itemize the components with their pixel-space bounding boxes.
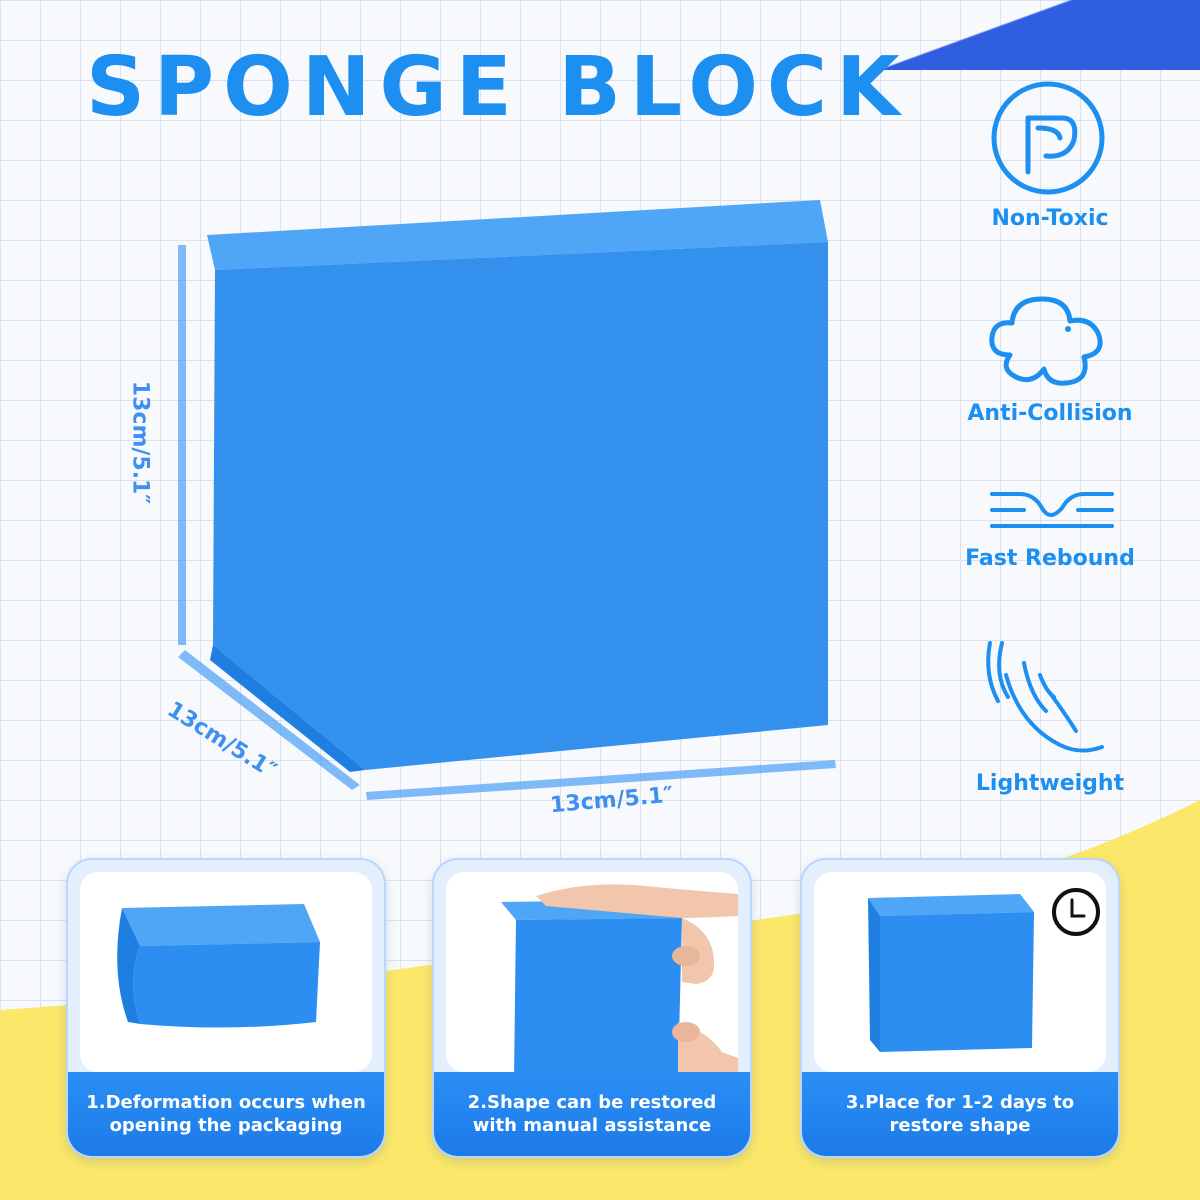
step-image	[446, 872, 738, 1072]
step-image	[80, 872, 372, 1072]
step-image	[814, 872, 1106, 1072]
step-caption-line-2: opening the packaging	[109, 1115, 343, 1136]
step-caption-line-1: 3.Place for 1-2 days to	[845, 1092, 1075, 1113]
leaf-p-icon	[991, 81, 1105, 195]
feather-icon	[986, 641, 1104, 753]
step-caption-line-1: 2.Shape can be restored	[467, 1092, 717, 1113]
step-caption: 3.Place for 1-2 days to restore shape	[802, 1072, 1118, 1156]
restored-sponge-icon	[868, 888, 1100, 1052]
feature-non-toxic: Non-Toxic	[950, 80, 1150, 231]
step-caption-line-1: 1.Deformation occurs when	[86, 1092, 366, 1113]
page-title: SPONGE BLOCK	[86, 40, 909, 135]
step-card-3: 3.Place for 1-2 days to restore shape	[800, 858, 1120, 1158]
hands-sponge-icon	[501, 884, 738, 1072]
feature-lightweight: Lightweight	[950, 635, 1150, 796]
feature-label: Fast Rebound	[965, 546, 1135, 571]
feature-anti-collision: Anti-Collision	[950, 285, 1150, 426]
cloud-icon	[989, 296, 1103, 386]
corner-decoration	[870, 0, 1200, 70]
clock-icon	[1052, 888, 1100, 936]
step-caption: 2.Shape can be restored with manual assi…	[434, 1072, 750, 1156]
step-card-2: 2.Shape can be restored with manual assi…	[432, 858, 752, 1158]
step-caption: 1.Deformation occurs when opening the pa…	[68, 1072, 384, 1156]
deformed-sponge-icon	[117, 904, 320, 1028]
feature-fast-rebound: Fast Rebound	[950, 480, 1150, 571]
rebound-wave-icon	[990, 492, 1114, 528]
height-label: 13cm/5.1″	[127, 380, 153, 505]
step-card-1: 1.Deformation occurs when opening the pa…	[66, 858, 386, 1158]
step-caption-line-2: restore shape	[889, 1115, 1031, 1136]
step-caption-line-2: with manual assistance	[472, 1115, 712, 1136]
feature-label: Anti-Collision	[967, 401, 1133, 426]
feature-label: Lightweight	[975, 771, 1125, 796]
feature-label: Non-Toxic	[991, 206, 1109, 231]
